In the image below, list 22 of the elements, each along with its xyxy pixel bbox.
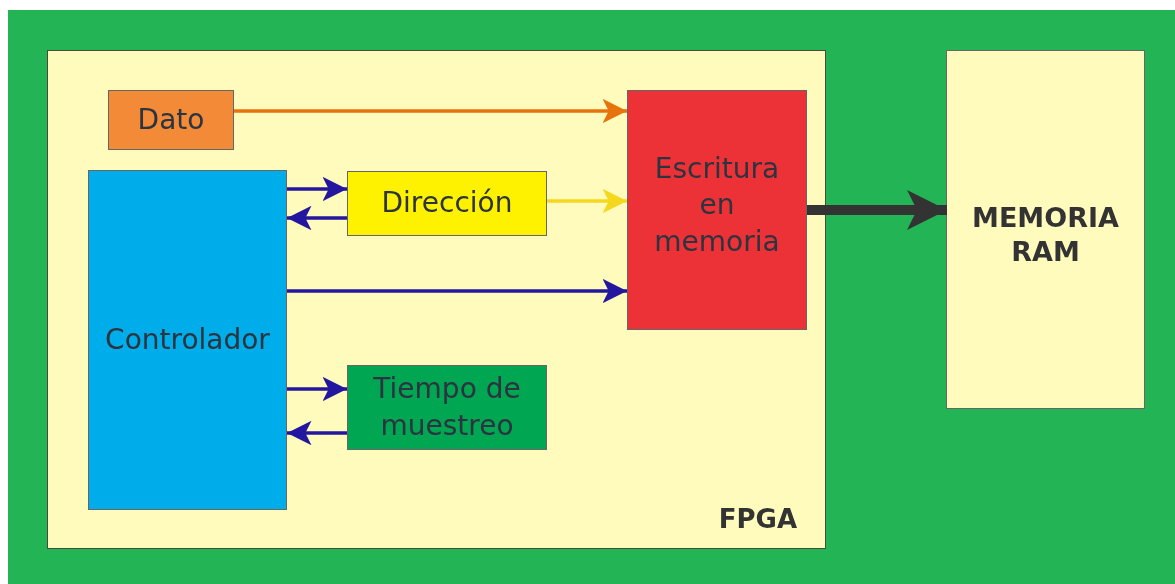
process-box: [108, 90, 234, 150]
memory-block: [946, 50, 1145, 409]
node-label: Tiempo de muestreo: [372, 371, 522, 444]
process-box: [627, 90, 807, 330]
process-box: [347, 171, 547, 236]
arrow: [234, 98, 627, 124]
arrow: [287, 278, 627, 304]
node-label: MEMORIA RAM: [971, 201, 1120, 269]
arrow: [547, 188, 627, 214]
arrow: [287, 176, 347, 202]
arrow: [807, 190, 947, 230]
node-label: FPGA: [718, 504, 797, 534]
node-label: Escritura en memoria: [653, 151, 781, 260]
arrow: [287, 205, 347, 231]
board-background: [8, 10, 1175, 584]
node-label: Dato: [137, 101, 205, 138]
process-box: [347, 365, 547, 450]
arrow: [287, 376, 347, 402]
node-label: Controlador: [105, 321, 270, 358]
node-label: Dirección: [381, 185, 513, 222]
process-box: [88, 170, 287, 510]
arrow: [287, 420, 347, 446]
